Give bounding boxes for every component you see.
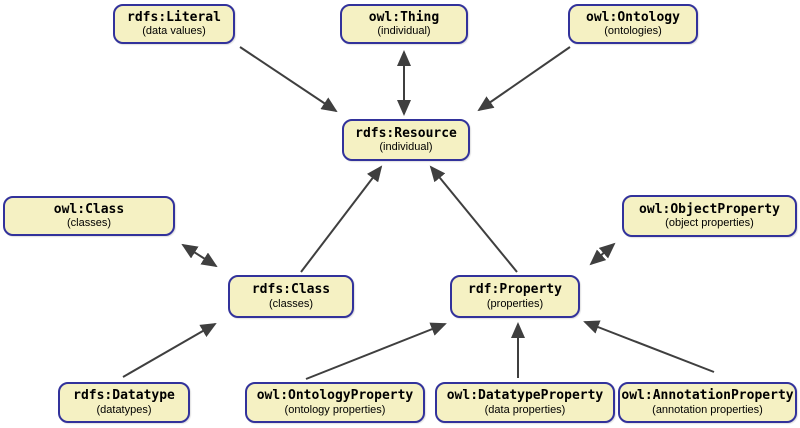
node-rdfs-class: rdfs:Class (classes) [228, 275, 354, 318]
node-label: rdfs:Resource [355, 125, 457, 141]
node-sublabel: (data values) [142, 25, 206, 38]
arrow-owl-class-rdfs-class-two-way [181, 243, 218, 268]
node-rdfs-literal: rdfs:Literal (data values) [113, 4, 235, 44]
arrow-rdfs-literal-to-rdfs-resource [239, 46, 338, 113]
node-sublabel: (datatypes) [96, 403, 152, 416]
node-owl-thing: owl:Thing (individual) [340, 4, 468, 44]
node-label: owl:Class [53, 201, 125, 217]
node-owl-annotationproperty: owl:AnnotationProperty (annotation prope… [618, 382, 797, 423]
node-label: owl:ObjectProperty [639, 201, 780, 217]
node-label: rdf:Property [468, 282, 562, 298]
node-sublabel: (ontology properties) [284, 403, 386, 416]
node-rdfs-resource: rdfs:Resource (individual) [342, 119, 470, 161]
arrow-owl-ontology-to-rdfs-resource [477, 46, 571, 112]
arrow-owl-objectproperty-rdf-property-two-way [589, 242, 616, 266]
node-label: owl:Ontology [586, 9, 680, 25]
node-sublabel: (properties) [486, 297, 544, 310]
arrow-rdfs-class-to-rdfs-resource [300, 165, 383, 273]
node-sublabel: (individual) [379, 141, 433, 154]
node-label: owl:AnnotationProperty [621, 388, 794, 404]
node-sublabel: (ontologies) [604, 25, 662, 38]
node-label: rdfs:Literal [127, 9, 221, 25]
node-sublabel: (annotation properties) [652, 403, 763, 416]
node-owl-ontology: owl:Ontology (ontologies) [568, 4, 698, 44]
node-label: rdfs:Datatype [73, 388, 175, 404]
arrow-owl-ontologyproperty-to-rdf-property [305, 322, 447, 380]
node-rdf-property: rdf:Property (properties) [450, 275, 580, 318]
node-label: rdfs:Class [251, 282, 331, 298]
node-owl-class: owl:Class (classes) [3, 196, 175, 236]
node-sublabel: (data properties) [484, 403, 566, 416]
node-owl-objectproperty: owl:ObjectProperty (object properties) [622, 195, 797, 237]
node-sublabel: (classes) [268, 297, 313, 310]
arrow-rdf-property-to-rdfs-resource [429, 165, 518, 273]
node-label: owl:OntologyProperty [256, 388, 414, 404]
node-owl-datatypeproperty: owl:DatatypeProperty (data properties) [435, 382, 615, 423]
arrow-rdfs-datatype-to-rdfs-class [122, 323, 217, 378]
node-label: owl:Thing [368, 9, 440, 25]
node-sublabel: (individual) [377, 25, 431, 38]
node-owl-ontologyproperty: owl:OntologyProperty (ontology propertie… [245, 382, 425, 423]
node-rdfs-datatype: rdfs:Datatype (datatypes) [58, 382, 190, 423]
arrow-owl-annotationproperty-to-rdf-property [583, 320, 715, 373]
node-label: owl:DatatypeProperty [446, 388, 604, 404]
node-sublabel: (classes) [66, 217, 111, 230]
node-sublabel: (object properties) [665, 217, 754, 230]
